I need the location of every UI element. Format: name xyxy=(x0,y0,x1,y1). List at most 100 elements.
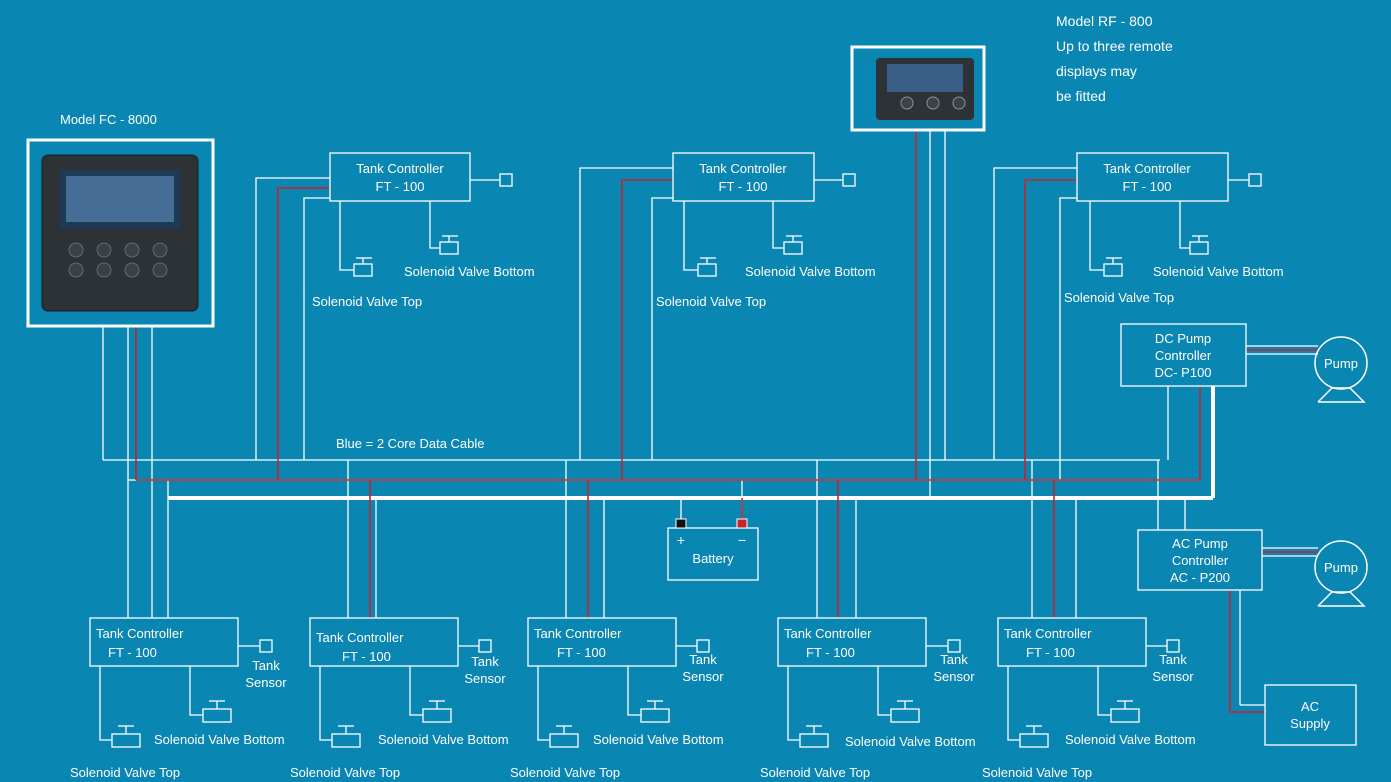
battery-minus: − xyxy=(738,532,746,548)
tank-controller-title: Tank Controller xyxy=(1004,626,1092,641)
solenoid-valve-icon xyxy=(353,235,459,277)
bottom-tank-controller-1: Tank Controller FT - 100 Tank Sensor Sol… xyxy=(70,617,287,780)
tank-sensor-icon xyxy=(478,639,492,653)
valve-bottom-label: Solenoid Valve Bottom xyxy=(745,264,876,279)
power-cables xyxy=(135,130,1318,713)
tank-sensor-icon xyxy=(1248,173,1262,187)
remote-display-line-4: be fitted xyxy=(1056,88,1106,104)
solenoid-valve-icon xyxy=(549,700,670,748)
tank-controller-title: Tank Controller xyxy=(316,630,404,645)
tank-controller-model: FT - 100 xyxy=(1123,179,1172,194)
solenoid-valve-icon xyxy=(799,700,920,748)
remote-display-line-3: displays may xyxy=(1056,63,1137,79)
solenoid-valve-icon xyxy=(331,700,452,748)
tank-sensor-label-2: Sensor xyxy=(682,669,724,684)
bottom-tank-controller-2: Tank Controller FT - 100 Tank Sensor Sol… xyxy=(290,617,509,780)
solenoid-valve-icon xyxy=(111,700,232,748)
battery-label: Battery xyxy=(692,551,734,566)
tank-controller-model: FT - 100 xyxy=(806,645,855,660)
remote-display-line-2: Up to three remote xyxy=(1056,38,1173,54)
main-display-label: Model FC - 8000 xyxy=(60,112,157,127)
solenoid-valve-icon xyxy=(1019,700,1140,748)
tank-controller-model: FT - 100 xyxy=(376,179,425,194)
tank-controller-model: FT - 100 xyxy=(108,645,157,660)
tank-controller-title: Tank Controller xyxy=(784,626,872,641)
tank-controller-title: Tank Controller xyxy=(1103,161,1191,176)
tank-sensor-label-2: Sensor xyxy=(245,675,287,690)
pump-label: Pump xyxy=(1324,560,1358,575)
top-tank-controller-1: Tank Controller FT - 100 Solenoid Valve … xyxy=(312,152,535,309)
pump-label: Pump xyxy=(1324,356,1358,371)
valve-bottom-label: Solenoid Valve Bottom xyxy=(1065,732,1196,747)
data-cables xyxy=(102,130,1318,706)
ac-supply: AC Supply xyxy=(1264,684,1357,746)
tank-sensor-label-1: Tank xyxy=(940,652,968,667)
tank-controller-model: FT - 100 xyxy=(557,645,606,660)
tank-sensor-icon xyxy=(499,173,513,187)
valve-bottom-label: Solenoid Valve Bottom xyxy=(378,732,509,747)
ac-pump-controller-line-2: Controller xyxy=(1172,553,1229,568)
ac-pump-controller-line-1: AC Pump xyxy=(1172,536,1228,551)
valve-bottom-label: Solenoid Valve Bottom xyxy=(593,732,724,747)
tank-sensor-icon xyxy=(259,639,273,653)
battery-positive-terminal xyxy=(675,518,687,529)
tank-sensor-label-1: Tank xyxy=(689,652,717,667)
battery-negative-terminal xyxy=(736,518,748,529)
valve-top-label: Solenoid Valve Top xyxy=(312,294,422,309)
tank-controller-title: Tank Controller xyxy=(96,626,184,641)
tank-controller-model: FT - 100 xyxy=(1026,645,1075,660)
ac-pump: Pump xyxy=(1314,540,1368,607)
valve-bottom-label: Solenoid Valve Bottom xyxy=(845,734,976,749)
tank-sensor-icon xyxy=(1166,639,1180,653)
pump-icon xyxy=(1314,336,1368,390)
keypad xyxy=(68,242,168,278)
tank-sensor-icon xyxy=(947,639,961,653)
ac-supply-line-1: AC xyxy=(1301,699,1319,714)
dc-pump-controller-line-1: DC Pump xyxy=(1155,331,1211,346)
dc-pump-controller-line-2: Controller xyxy=(1155,348,1212,363)
tank-sensor-label-2: Sensor xyxy=(933,669,975,684)
solenoid-valve-icon xyxy=(1103,235,1209,277)
tank-controller-title: Tank Controller xyxy=(699,161,787,176)
battery-plus: + xyxy=(677,532,685,548)
valve-bottom-label: Solenoid Valve Bottom xyxy=(404,264,535,279)
tank-sensor-label-1: Tank xyxy=(471,654,499,669)
bottom-tank-controller-5: Tank Controller FT - 100 Tank Sensor Sol… xyxy=(982,617,1196,780)
tank-sensor-label-2: Sensor xyxy=(464,671,506,686)
top-tank-controller-3: Tank Controller FT - 100 Solenoid Valve … xyxy=(1064,152,1284,305)
cable-legend: Blue = 2 Core Data Cable xyxy=(336,436,485,451)
tank-controller-model: FT - 100 xyxy=(342,649,391,664)
valve-top-label: Solenoid Valve Top xyxy=(70,765,180,780)
solenoid-valve-icon xyxy=(697,235,803,277)
tank-controller-model: FT - 100 xyxy=(719,179,768,194)
tank-controller-title: Tank Controller xyxy=(356,161,444,176)
dc-pump-controller-line-3: DC- P100 xyxy=(1154,365,1211,380)
main-display-fc8000: Model FC - 8000 xyxy=(26,112,215,328)
tank-controller-title: Tank Controller xyxy=(534,626,622,641)
tank-sensor-label-1: Tank xyxy=(1159,652,1187,667)
tank-sensor-label-2: Sensor xyxy=(1152,669,1194,684)
valve-bottom-label: Solenoid Valve Bottom xyxy=(154,732,285,747)
valve-top-label: Solenoid Valve Top xyxy=(656,294,766,309)
remote-display-rf800: Model RF - 800 Up to three remote displa… xyxy=(850,13,1173,132)
valve-top-label: Solenoid Valve Top xyxy=(290,765,400,780)
dc-pump-controller: DC Pump Controller DC- P100 xyxy=(1120,323,1247,387)
tank-sensor-label-1: Tank xyxy=(252,658,280,673)
top-tank-controller-2: Tank Controller FT - 100 Solenoid Valve … xyxy=(656,152,876,309)
remote-display-line-1: Model RF - 800 xyxy=(1056,13,1153,29)
bottom-tank-controller-3: Tank Controller FT - 100 Tank Sensor Sol… xyxy=(510,617,724,780)
valve-top-label: Solenoid Valve Top xyxy=(760,765,870,780)
battery: + − Battery xyxy=(667,518,759,581)
valve-bottom-label: Solenoid Valve Bottom xyxy=(1153,264,1284,279)
ac-pump-controller-line-3: AC - P200 xyxy=(1170,570,1230,585)
ac-supply-line-2: Supply xyxy=(1290,716,1330,731)
valve-top-label: Solenoid Valve Top xyxy=(982,765,1092,780)
ac-pump-controller: AC Pump Controller AC - P200 xyxy=(1137,529,1263,591)
tank-sensor-icon xyxy=(696,639,710,653)
valve-top-label: Solenoid Valve Top xyxy=(1064,290,1174,305)
pump-icon xyxy=(1314,540,1368,594)
dc-pump: Pump xyxy=(1314,336,1368,403)
bottom-tank-controller-4: Tank Controller FT - 100 Tank Sensor Sol… xyxy=(760,617,976,780)
valve-top-label: Solenoid Valve Top xyxy=(510,765,620,780)
